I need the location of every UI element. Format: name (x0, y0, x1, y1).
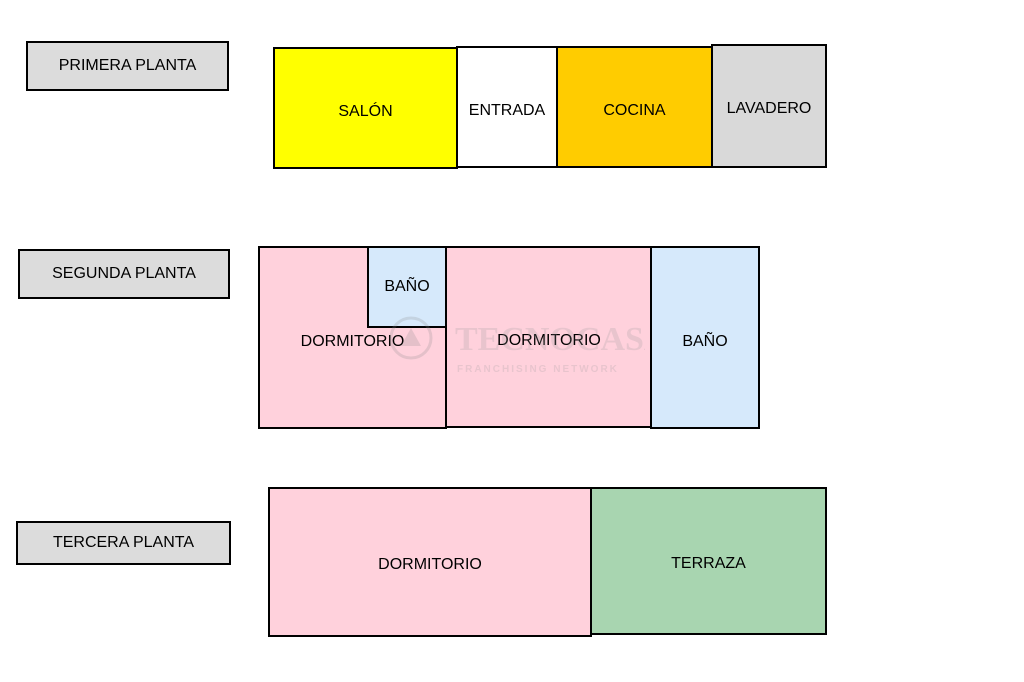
floor-label-text: PRIMERA PLANTA (58, 57, 197, 74)
floor-label-primera: PRIMERA PLANTA (26, 41, 229, 91)
floor-label-text: SEGUNDA PLANTA (52, 265, 196, 282)
room-cocina: COCINA (556, 46, 713, 168)
room-entrada: ENTRADA (456, 46, 558, 168)
room-label: DORMITORIO (378, 556, 482, 573)
room-terraza: TERRAZA (590, 487, 827, 635)
room-dormitorio-center: DORMITORIO (445, 246, 653, 428)
floor-label-segunda: SEGUNDA PLANTA (18, 249, 230, 299)
room-label: ENTRADA (468, 102, 546, 119)
room-label: COCINA (603, 102, 666, 119)
room-label: SALÓN (338, 103, 393, 120)
room-bano: BAÑO (650, 246, 760, 429)
room-lavadero: LAVADERO (711, 44, 827, 168)
room-label: LAVADERO (726, 100, 812, 117)
floor-label-tercera: TERCERA PLANTA (16, 521, 231, 565)
room-dormitorio-third: DORMITORIO (268, 487, 592, 637)
room-label: BAÑO (682, 332, 728, 350)
room-label: BAÑO (384, 278, 430, 295)
room-label: DORMITORIO (300, 332, 405, 350)
room-label: TERRAZA (671, 555, 746, 572)
room-bano-small: BAÑO (367, 246, 447, 328)
room-label: DORMITORIO (497, 332, 601, 349)
floor-label-text: TERCERA PLANTA (52, 534, 195, 551)
room-salon: SALÓN (273, 47, 458, 169)
